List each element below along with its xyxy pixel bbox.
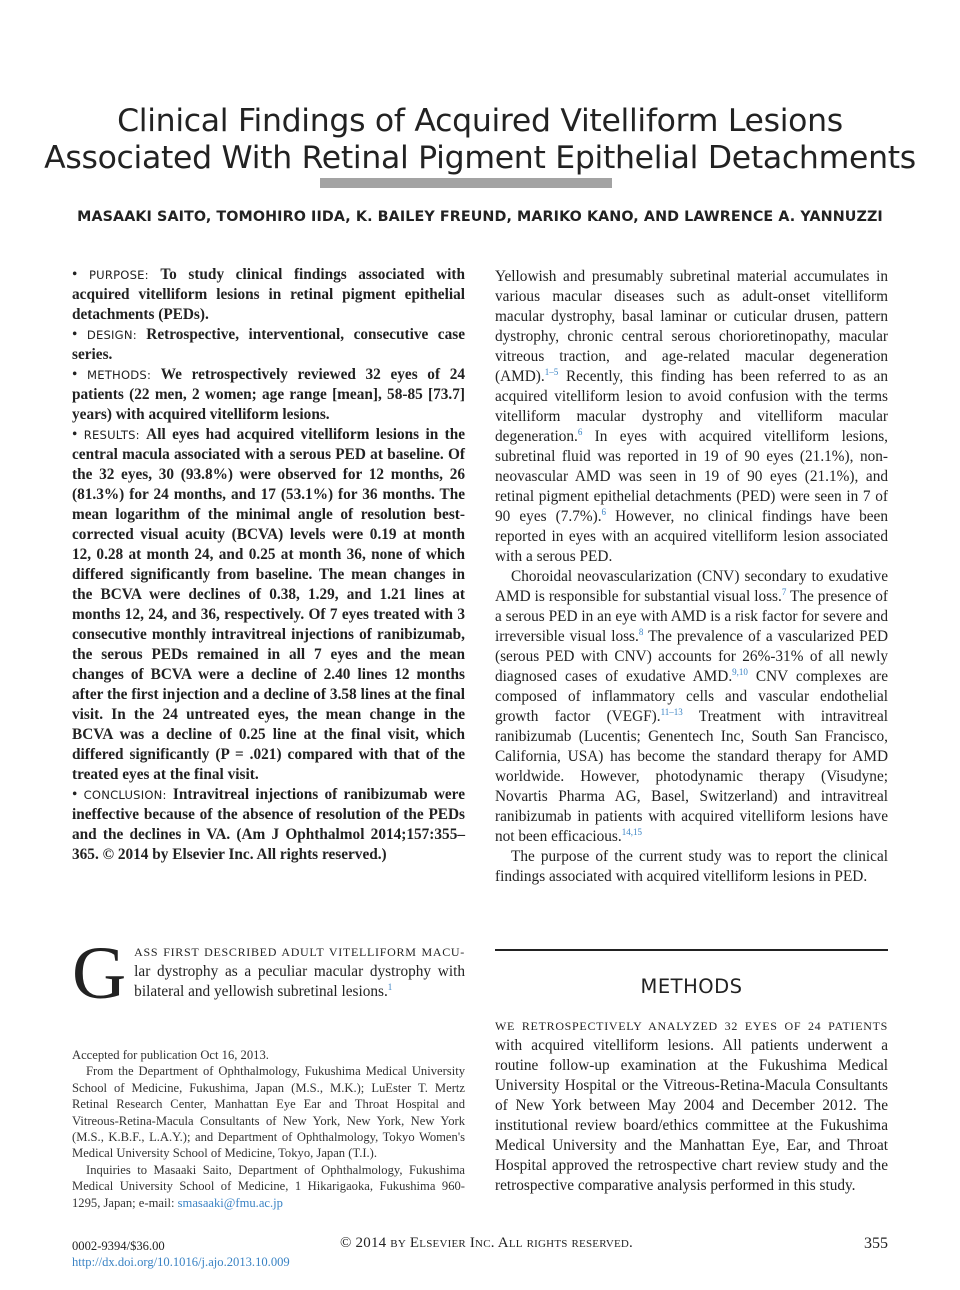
bullet: • — [72, 266, 78, 283]
article-title: Clinical Findings of Acquired Vitellifor… — [40, 103, 920, 177]
abstract-design: • DESIGN: Retrospective, interventional,… — [72, 325, 465, 365]
accepted-date: Accepted for publication Oct 16, 2013. — [72, 1048, 269, 1062]
reference-link[interactable]: 11–13 — [660, 707, 683, 717]
text: The presence of a serous PED in an eye w… — [495, 588, 888, 645]
abstract-text: We retrospectively reviewed 32 eyes of 2… — [72, 366, 465, 423]
reference-link[interactable]: 1–5 — [544, 367, 559, 377]
abstract-results: • RESULTS: All eyes had acquired vitelli… — [72, 425, 465, 785]
reference-link[interactable]: 7 — [781, 587, 787, 597]
text: Treatment with intravitreal ranibizumab … — [495, 708, 889, 845]
text: Choroidal neovascularization (CNV) secon… — [495, 568, 888, 605]
reference-link[interactable]: 6 — [577, 427, 583, 437]
paragraph-2: Choroidal neovascularization (CNV) secon… — [495, 567, 888, 847]
text: In eyes with acquired vitelliform lesion… — [495, 428, 888, 525]
abstract-label: DESIGN: — [86, 328, 137, 342]
intro-text: lar dystrophy as a peculiar macular dyst… — [134, 963, 465, 1000]
methods-lead-caps: WE RETROSPECTIVELY ANALYZED 32 EYES OF 2… — [495, 1019, 888, 1033]
right-column-intro: Yellowish and presumably subretinal mate… — [495, 267, 888, 887]
reference-link[interactable]: 8 — [638, 627, 644, 637]
text: The prevalence of a vascularized PED (se… — [495, 628, 889, 685]
abstract-label: CONCLUSION: — [83, 788, 167, 802]
paragraph-1: Yellowish and presumably subretinal mate… — [495, 267, 888, 567]
issn-price: 0002-9394/$36.00 — [72, 1239, 165, 1253]
drop-cap: G — [72, 932, 127, 1015]
inquiries-text: Inquiries to Masaaki Saito, Department o… — [72, 1162, 465, 1210]
abstract-text: Retrospective, interventional, consecuti… — [72, 326, 465, 363]
intro-lead-caps: ASS FIRST DESCRIBED ADULT VITELLIFORM MA… — [134, 945, 465, 959]
bullet: • — [72, 786, 78, 803]
abstract-text: To study clinical findings associated wi… — [72, 266, 465, 323]
abstract-purpose: • PURPOSE: To study clinical findings as… — [72, 265, 465, 325]
author-list: MASAAKI SAITO, TOMOHIRO IIDA, K. BAILEY … — [77, 209, 883, 225]
methods-text: with acquired vitelliform lesions. All p… — [495, 1037, 888, 1194]
footer-identifiers: 0002-9394/$36.00 http://dx.doi.org/10.10… — [72, 1238, 290, 1270]
reference-link[interactable]: 9,10 — [732, 667, 748, 677]
introduction-paragraph: G ASS FIRST DESCRIBED ADULT VITELLIFORM M… — [72, 932, 465, 1015]
affiliations: From the Department of Ophthalmology, Fu… — [72, 1064, 465, 1161]
page-number: 355 — [864, 1235, 888, 1252]
text: Recently, this finding has been referred… — [495, 368, 888, 445]
reference-link[interactable]: 14,15 — [621, 827, 642, 837]
correspondence: Inquiries to Masaaki Saito, Department o… — [72, 1162, 465, 1211]
abstract-text: Intravitreal injections of ranibizumab w… — [72, 786, 465, 863]
abstract-text: All eyes had acquired vitelliform lesion… — [72, 426, 465, 783]
title-line-1: Clinical Findings of Acquired Vitellifor… — [117, 103, 843, 140]
reference-link[interactable]: 6 — [601, 507, 607, 517]
section-rule — [495, 949, 888, 951]
abstract-label: PURPOSE: — [88, 268, 149, 282]
abstract: • PURPOSE: To study clinical findings as… — [72, 265, 465, 865]
abstract-methods: • METHODS: We retrospectively reviewed 3… — [72, 365, 465, 425]
abstract-label: RESULTS: — [83, 428, 140, 442]
bullet: • — [72, 326, 78, 343]
abstract-conclusion: • CONCLUSION: Intravitreal injections of… — [72, 785, 465, 865]
abstract-label: METHODS: — [87, 368, 152, 382]
methods-paragraph: WE RETROSPECTIVELY ANALYZED 32 EYES OF 2… — [495, 1016, 888, 1196]
footer-copyright: © 2014 by Elsevier Inc. All rights reser… — [340, 1235, 634, 1251]
footnotes: Accepted for publication Oct 16, 2013. F… — [72, 1047, 465, 1211]
title-line-2: Associated With Retinal Pigment Epitheli… — [44, 140, 916, 177]
bullet: • — [72, 426, 78, 443]
title-divider-bar — [320, 178, 612, 188]
text: Yellowish and presumably subretinal mate… — [495, 268, 888, 385]
text: CNV complexes are composed of inflammato… — [495, 668, 888, 725]
reference-link[interactable]: 1 — [387, 982, 393, 992]
text: However, no clinical findings have been … — [495, 508, 888, 565]
paragraph-3: The purpose of the current study was to … — [495, 848, 888, 885]
bullet: • — [72, 366, 78, 383]
email-link[interactable]: smasaaki@fmu.ac.jp — [177, 1195, 283, 1210]
methods-heading: METHODS — [640, 975, 743, 998]
doi-link[interactable]: http://dx.doi.org/10.1016/j.ajo.2013.10.… — [72, 1255, 290, 1269]
